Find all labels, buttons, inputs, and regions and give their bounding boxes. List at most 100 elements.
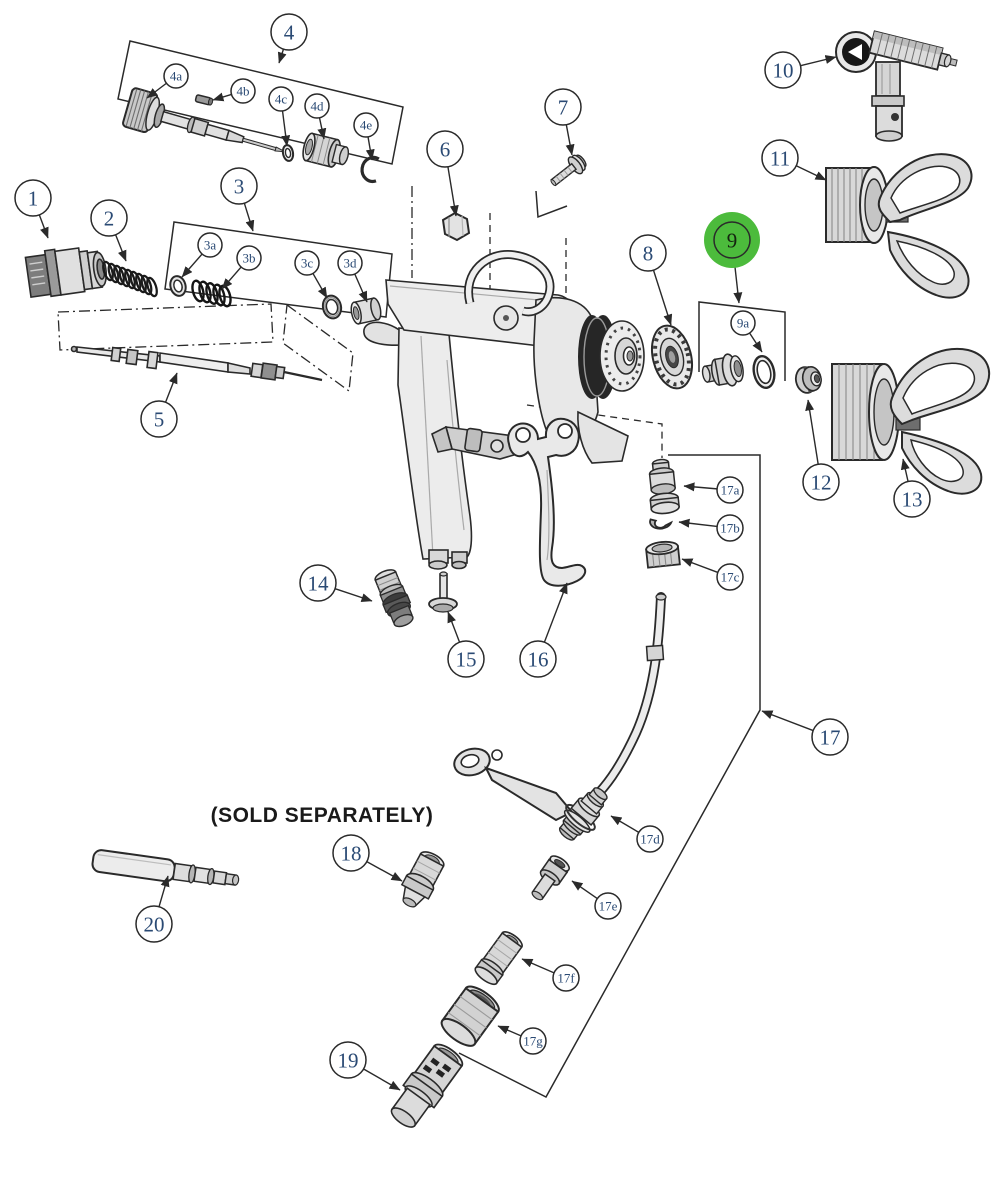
callout-circle xyxy=(716,514,744,542)
callout-4b[interactable]: 4b xyxy=(230,78,256,104)
callout-3[interactable]: 3 xyxy=(220,167,258,205)
part-4e-snap-ring xyxy=(360,155,380,183)
callout-17c[interactable]: 17c xyxy=(716,563,744,591)
callout-label: 6 xyxy=(440,137,451,161)
callout-5[interactable]: 5 xyxy=(140,400,178,438)
leader-17b xyxy=(678,518,718,528)
leader-4d xyxy=(317,117,327,140)
callout-label: 4a xyxy=(170,69,183,84)
callout-circle xyxy=(299,564,337,602)
callout-4d[interactable]: 4d xyxy=(304,93,330,119)
part-17e-screw xyxy=(531,855,570,901)
callout-circle xyxy=(140,400,178,438)
leader-3b xyxy=(221,266,242,290)
part-2-spring xyxy=(102,260,158,298)
callout-18[interactable]: 18 xyxy=(332,834,370,872)
callout-17a[interactable]: 17a xyxy=(716,476,744,504)
callout-4[interactable]: 4 xyxy=(270,13,308,51)
callout-circle xyxy=(230,78,256,104)
callout-4c[interactable]: 4c xyxy=(268,86,294,112)
callout-label: 17e xyxy=(599,899,618,914)
part-17f-sleeve xyxy=(474,931,523,986)
note-sold-separately: (SOLD SEPARATELY) xyxy=(211,804,434,827)
callout-6[interactable]: 6 xyxy=(426,130,464,168)
leader-17 xyxy=(761,710,814,732)
part-17g-coupler xyxy=(440,985,500,1047)
part-4d-cartridge xyxy=(302,132,350,168)
callout-label: 17c xyxy=(721,570,740,585)
callout-9[interactable]: 9 xyxy=(704,212,760,268)
callout-label: 4b xyxy=(237,84,250,99)
leader-4c xyxy=(281,110,291,147)
callout-label: 2 xyxy=(104,206,115,230)
callout-circle xyxy=(802,463,840,501)
callout-circle xyxy=(636,825,664,853)
callout-circle xyxy=(552,964,580,992)
part-3c-gland xyxy=(321,294,343,320)
callout-17e[interactable]: 17e xyxy=(594,892,622,920)
leader-4 xyxy=(277,48,287,64)
callout-16[interactable]: 16 xyxy=(519,640,557,678)
leader-10 xyxy=(800,55,837,67)
callout-label: 16 xyxy=(528,647,549,671)
callout-8[interactable]: 8 xyxy=(629,234,667,272)
callout-circle xyxy=(270,13,308,51)
group-panels xyxy=(57,40,786,1098)
callout-17f[interactable]: 17f xyxy=(552,964,580,992)
callout-10[interactable]: 10 xyxy=(764,51,802,89)
callout-label: 4d xyxy=(311,99,325,114)
callout-14[interactable]: 14 xyxy=(299,564,337,602)
panel-group-17 xyxy=(458,454,761,1098)
panel-group-4 xyxy=(117,40,404,165)
callout-4a[interactable]: 4a xyxy=(163,63,189,89)
callout-17d[interactable]: 17d xyxy=(636,825,664,853)
callout-label: 4c xyxy=(275,92,288,107)
leader-17c xyxy=(681,558,719,574)
callout-1[interactable]: 1 xyxy=(14,179,52,217)
callout-17b[interactable]: 17b xyxy=(716,514,744,542)
part-4c-washer xyxy=(281,144,295,162)
callout-circle xyxy=(716,563,744,591)
callout-3b[interactable]: 3b xyxy=(236,245,262,271)
callout-label: 7 xyxy=(558,95,569,119)
callout-15[interactable]: 15 xyxy=(447,640,485,678)
callout-label: 9 xyxy=(727,228,738,252)
part-19-valve xyxy=(390,1043,464,1128)
callout-label: 17f xyxy=(557,971,575,986)
callout-circle xyxy=(163,63,189,89)
callout-17g[interactable]: 17g xyxy=(519,1027,547,1055)
callout-circle xyxy=(761,139,799,177)
part-18-valve xyxy=(400,851,445,908)
callout-circle xyxy=(730,310,756,336)
callout-11[interactable]: 11 xyxy=(761,139,799,177)
callout-4e[interactable]: 4e xyxy=(353,112,379,138)
callout-3c[interactable]: 3c xyxy=(294,250,320,276)
callout-12[interactable]: 12 xyxy=(802,463,840,501)
callout-3a[interactable]: 3a xyxy=(197,232,223,258)
callout-circle xyxy=(519,1027,547,1055)
leader-1 xyxy=(38,214,49,239)
part-12-plug xyxy=(794,366,822,394)
callout-9a[interactable]: 9a xyxy=(730,310,756,336)
part-17d-fitting xyxy=(453,747,608,841)
callout-3d[interactable]: 3d xyxy=(337,250,363,276)
leader-17a xyxy=(683,482,718,492)
callout-13[interactable]: 13 xyxy=(893,480,931,518)
callout-7[interactable]: 7 xyxy=(544,88,582,126)
callout-17[interactable]: 17 xyxy=(811,718,849,756)
callout-circle xyxy=(294,250,320,276)
callout-19[interactable]: 19 xyxy=(329,1041,367,1079)
callout-2[interactable]: 2 xyxy=(90,199,128,237)
part-11-tip-guard xyxy=(825,153,973,299)
callout-circle xyxy=(893,480,931,518)
callout-label: 3c xyxy=(301,256,314,271)
guide-body-to-17 xyxy=(526,404,663,458)
leader-4b xyxy=(212,92,232,102)
callout-20[interactable]: 20 xyxy=(135,905,173,943)
leader-3c xyxy=(312,273,328,299)
callout-circle xyxy=(716,476,744,504)
callout-circle xyxy=(519,640,557,678)
callout-circle xyxy=(713,221,751,259)
callout-circle xyxy=(353,112,379,138)
